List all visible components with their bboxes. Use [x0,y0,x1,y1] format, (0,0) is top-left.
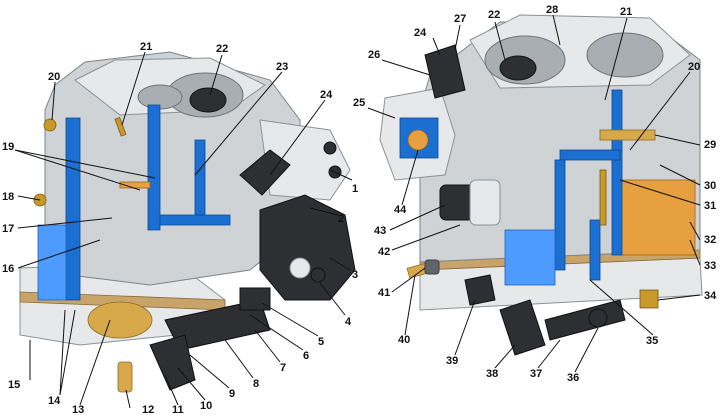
callout-label: 43 [374,225,386,237]
callout-label: 19 [2,141,14,153]
callout-label: 44 [394,204,407,216]
right-air-horn-2 [586,32,664,78]
right-fuel-channel [611,89,623,256]
callout-label: 1 [352,183,358,195]
right-choke-diaphragm [407,129,429,151]
left-throttle-lever [259,194,356,301]
right-part-39 [464,274,496,306]
left-throttle-bore [87,301,153,339]
left-jet-21 [114,117,127,137]
callout-label: 6 [303,350,309,362]
callout-label: 18 [2,191,14,203]
callout-label: 8 [253,378,259,390]
callout-label: 14 [48,395,61,407]
callout-label: 21 [140,41,152,53]
callout-label: 31 [704,200,716,212]
right-main-well [589,219,601,281]
right-jet-31 [599,169,607,226]
left-linkage-block [239,287,271,311]
callout-label: 28 [546,4,558,16]
callout-label: 11 [172,404,184,416]
callout-label: 41 [378,287,390,299]
left-spring-23 [239,149,291,196]
callout-label: 20 [688,61,700,73]
right-actuator-24 [424,44,466,99]
left-lever-hole [289,257,311,279]
left-idle-channel [159,214,231,226]
callout-labels: 1 2 3 4 5 6 7 8 9 10 11 12 13 14 15 16 1… [2,4,717,416]
left-emulsion-well [147,104,161,231]
callout-label: 30 [704,180,716,192]
right-pump-chamber [504,229,556,286]
callout-label: 21 [620,6,632,18]
callout-label: 37 [530,368,542,380]
right-lever-38 [499,299,546,356]
left-screw-20 [43,118,57,132]
right-choke-damper [499,55,537,81]
callout-label: 2 [338,213,344,225]
left-jet-channel [194,139,206,216]
callout-label: 22 [216,43,228,55]
callout-label: 20 [48,71,60,83]
callout-label: 12 [142,404,154,416]
left-cover-screw-1 [323,141,337,155]
left-fitting-12 [117,361,133,393]
callout-label: 7 [280,362,286,374]
right-float-chamber [619,179,696,256]
callout-label: 26 [368,49,380,61]
callout-label: 17 [2,223,14,235]
callout-label: 32 [704,234,716,246]
callout-label: 40 [398,334,410,346]
callout-label: 10 [200,400,212,412]
callout-label: 36 [567,372,579,384]
right-solenoid-body [469,179,501,226]
callout-label: 16 [2,263,14,275]
left-choke-damper [189,87,227,113]
right-plug-41 [424,259,440,275]
callout-label: 24 [320,89,333,101]
right-ball-36 [588,308,608,328]
callout-label: 27 [454,13,466,25]
callout-label: 5 [318,336,324,348]
left-lever-nut [310,267,326,283]
callout-label: 25 [353,97,365,109]
callout-label: 34 [704,290,717,302]
callout-label: 39 [446,355,458,367]
right-screw-34 [639,289,659,309]
callout-label: 15 [8,379,20,391]
callout-label: 29 [704,139,716,151]
left-carburetor [19,51,356,393]
left-float-chamber-section [37,224,67,301]
leader-lines [14,14,701,409]
callout-label: 38 [486,368,498,380]
callout-label: 42 [378,246,390,258]
callout-label: 13 [72,404,84,416]
callout-label: 3 [352,269,358,281]
callout-label: 9 [229,388,235,400]
right-carburetor [379,14,703,356]
callout-label: 35 [646,335,658,347]
left-lower-lever [149,334,196,391]
callout-label: 22 [488,9,500,21]
callout-label: 24 [414,27,427,39]
right-emulsion-tube [554,159,566,271]
callout-label: 33 [704,260,716,272]
callout-label: 4 [345,316,352,328]
right-jet-29 [599,129,656,141]
right-transfer-channel [559,149,621,161]
callout-label: 23 [276,61,288,73]
left-fuel-channel [65,117,81,301]
right-linkage-37 [544,299,626,341]
